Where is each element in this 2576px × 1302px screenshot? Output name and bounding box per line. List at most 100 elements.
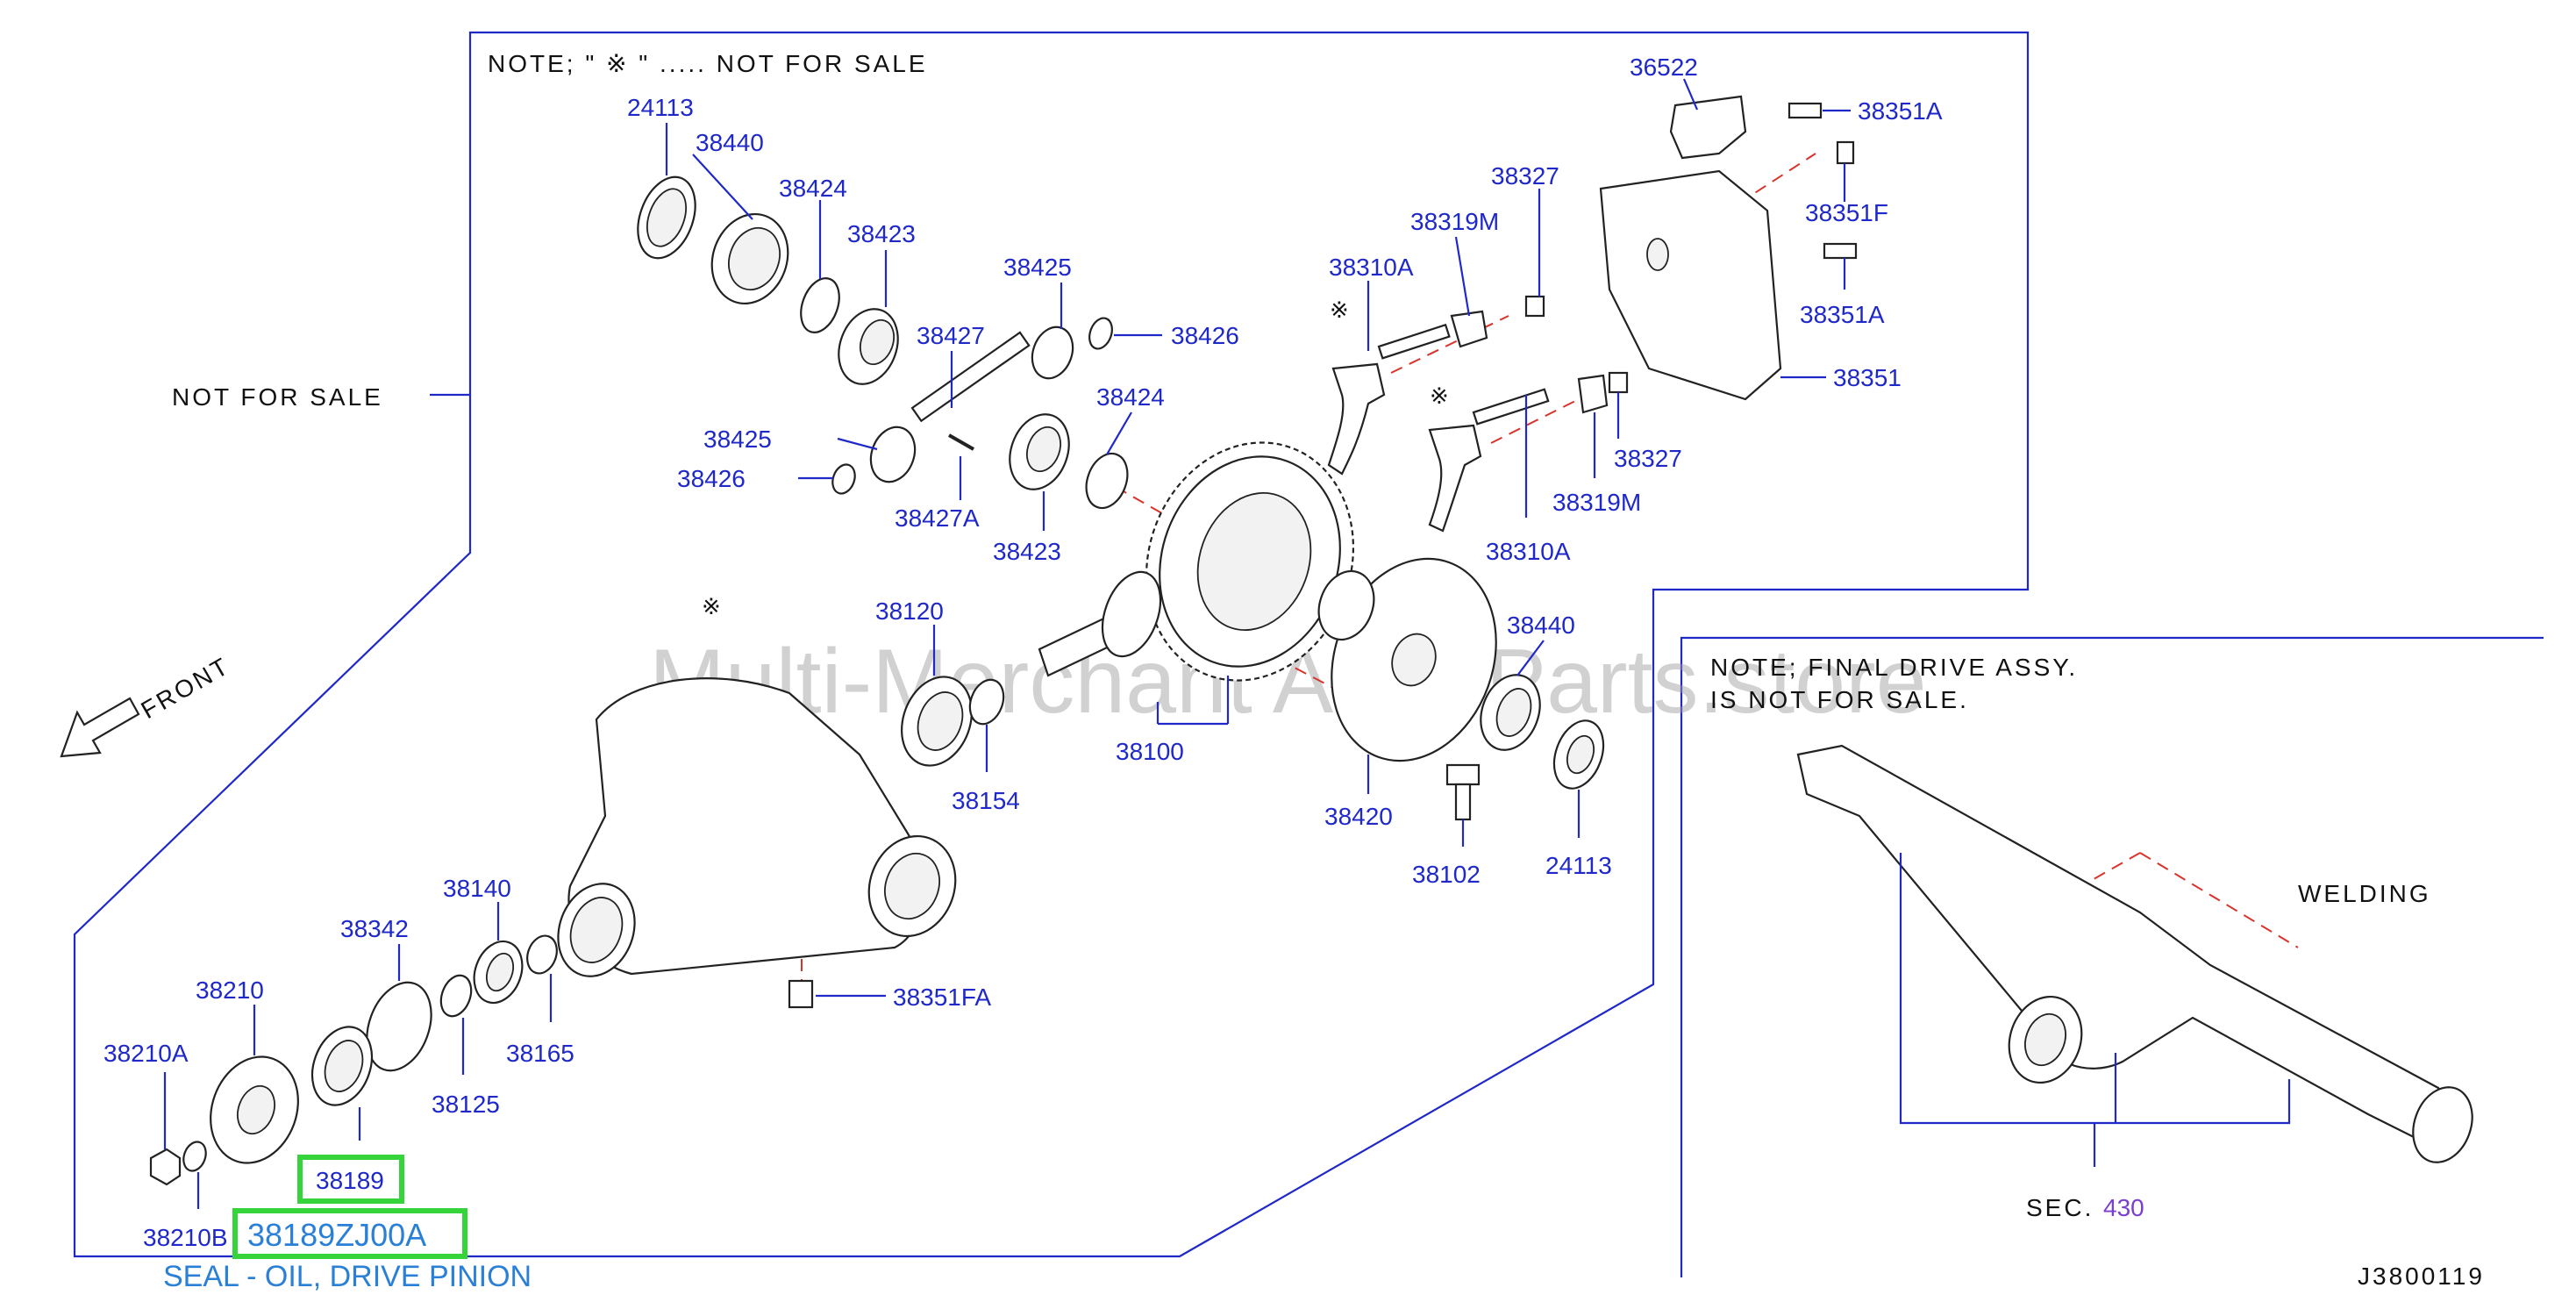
rear-cover-38351 <box>1599 169 1782 401</box>
collapsible-spacer-38342 <box>366 981 432 1072</box>
plug-38351F <box>1836 140 1855 165</box>
washer-38210B <box>182 1141 207 1172</box>
side-gear-38423-top <box>838 308 899 385</box>
label-38140[interactable]: 38140 <box>443 875 511 902</box>
label-38210A[interactable]: 38210A <box>103 1040 189 1067</box>
label-38210[interactable]: 38210 <box>196 976 264 1004</box>
label-38425-left[interactable]: 38425 <box>703 426 772 453</box>
bearing-24113-top <box>637 175 696 260</box>
label-38440-mid[interactable]: 38440 <box>1507 612 1575 639</box>
welding-label: WELDING <box>2298 880 2431 907</box>
nut-38210A <box>149 1148 182 1186</box>
bolt-38351A-top <box>1788 102 1823 119</box>
highlight-box-part-number <box>232 1208 467 1259</box>
final-drive-note-line1: NOTE; FINAL DRIVE ASSY. <box>1710 654 2078 681</box>
ring-gear-38100 <box>1145 441 1355 682</box>
not-for-sale-label: NOT FOR SALE <box>172 383 383 411</box>
label-38426-left[interactable]: 38426 <box>677 465 746 492</box>
label-38427A[interactable]: 38427A <box>895 504 980 532</box>
washer-38125 <box>439 974 473 1018</box>
label-38423-top[interactable]: 38423 <box>847 220 916 247</box>
bearing-cap-38310A-mid <box>1428 424 1482 533</box>
highlighted-part-number[interactable]: 38189ZJ00A <box>247 1217 426 1253</box>
label-38427[interactable]: 38427 <box>917 322 985 349</box>
label-38189[interactable]: 38189 <box>316 1167 384 1194</box>
plug-38351FA <box>788 979 814 1009</box>
label-38319M-top[interactable]: 38319M <box>1410 208 1499 235</box>
side-gear-38423-mid <box>1009 413 1070 490</box>
main-frame-outline <box>73 31 2030 1258</box>
label-38102[interactable]: 38102 <box>1412 861 1481 888</box>
label-38342[interactable]: 38342 <box>340 915 409 942</box>
label-38351F[interactable]: 38351F <box>1805 199 1888 226</box>
bolt-38351A-mid <box>1823 242 1858 260</box>
sec-label: SEC. <box>2026 1194 2094 1221</box>
label-38351A-top[interactable]: 38351A <box>1858 97 1943 125</box>
lock-plate-38319M-mid <box>1577 374 1609 414</box>
bolt-38310A-top <box>1377 323 1451 360</box>
companion-flange-38210 <box>210 1055 299 1164</box>
final-drive-frame-outline <box>1680 636 2544 1277</box>
bearing-38120 <box>901 676 973 767</box>
asterisk-cap-mid: ※ <box>1430 383 1449 409</box>
diff-case-38420 <box>1317 557 1497 762</box>
label-38327-mid[interactable]: 38327 <box>1614 445 1682 472</box>
front-label: FRONT <box>137 652 235 725</box>
label-38423-mid[interactable]: 38423 <box>993 538 1061 565</box>
label-38310A-top[interactable]: 38310A <box>1329 254 1414 281</box>
label-38351A-mid[interactable]: 38351A <box>1800 301 1885 328</box>
carrier-housing <box>557 677 957 977</box>
label-38424-mid[interactable]: 38424 <box>1096 383 1165 411</box>
bolt-38327-top <box>1524 295 1545 318</box>
bracket-36522 <box>1669 95 1747 160</box>
bearing-cap-38310A-top <box>1327 362 1386 476</box>
pin-38427A <box>948 433 974 451</box>
adjuster-24113-mid <box>1552 719 1605 790</box>
bolt-38310A-mid <box>1472 388 1550 426</box>
label-38424-top[interactable]: 38424 <box>779 175 847 202</box>
drive-pinion-38100 <box>1038 570 1162 677</box>
label-38327-top[interactable]: 38327 <box>1491 162 1559 190</box>
bearing-38440-top <box>710 212 789 305</box>
label-24113-mid[interactable]: 24113 <box>1545 852 1612 879</box>
label-38440-top[interactable]: 38440 <box>696 129 764 156</box>
label-38351[interactable]: 38351 <box>1833 364 1902 391</box>
front-arrow: FRONT <box>60 652 235 758</box>
washer-38426-top <box>1088 317 1113 350</box>
label-38310A-mid[interactable]: 38310A <box>1486 538 1571 565</box>
bearing-38140 <box>473 940 524 1005</box>
label-38210B[interactable]: 38210B <box>143 1224 228 1251</box>
washer-38424-top <box>800 277 840 333</box>
washer-38426-left <box>831 463 856 495</box>
label-38425-top[interactable]: 38425 <box>1003 254 1072 281</box>
asterisk-cap-top: ※ <box>1330 297 1349 323</box>
sec-number-link[interactable]: 430 <box>2103 1194 2144 1221</box>
label-24113-top[interactable]: 24113 <box>627 94 694 121</box>
axle-housing-assembly <box>1796 744 2473 1163</box>
label-38351FA[interactable]: 38351FA <box>893 984 991 1011</box>
label-38319M-mid[interactable]: 38319M <box>1552 489 1641 516</box>
label-38165[interactable]: 38165 <box>506 1040 574 1067</box>
label-38125[interactable]: 38125 <box>432 1091 500 1118</box>
label-38426-top[interactable]: 38426 <box>1171 322 1239 349</box>
label-38420[interactable]: 38420 <box>1324 803 1393 830</box>
pinion-gear-38425-top <box>1031 326 1074 380</box>
label-38154[interactable]: 38154 <box>952 787 1020 814</box>
bearing-38440-mid <box>1480 674 1541 751</box>
leader-lines <box>163 78 1851 1209</box>
front-arrow-icon <box>60 697 140 758</box>
bolt-38102 <box>1445 763 1481 821</box>
asterisk-housing: ※ <box>702 593 721 619</box>
label-36522[interactable]: 36522 <box>1630 54 1698 81</box>
oil-seal-38189 <box>310 1026 374 1106</box>
label-38100[interactable]: 38100 <box>1116 738 1184 765</box>
pinion-gear-38425-left <box>869 426 917 483</box>
spacer-38165 <box>526 934 558 975</box>
final-drive-note-line2: IS NOT FOR SALE. <box>1710 686 1969 713</box>
bolt-38327-mid <box>1608 371 1629 394</box>
label-38120[interactable]: 38120 <box>875 597 944 625</box>
washer-38154 <box>968 678 1005 726</box>
diagram-code: J3800119 <box>2358 1263 2485 1290</box>
top-note: NOTE; " ※ " ..... NOT FOR SALE <box>488 50 928 77</box>
